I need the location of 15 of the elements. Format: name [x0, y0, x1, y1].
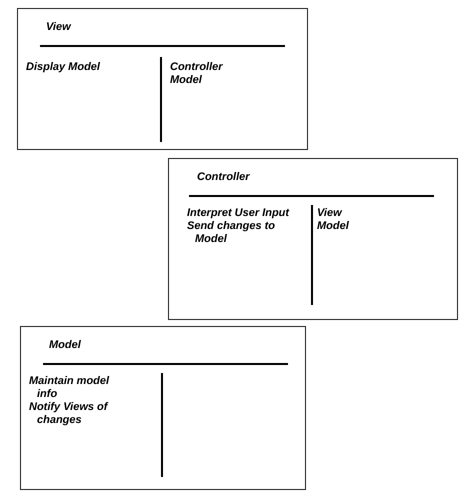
responsibility-text: Interpret User Input — [187, 207, 290, 220]
responsibility-text: Notify Views of changes — [29, 401, 110, 427]
collaborator-text: Model — [317, 220, 350, 233]
collaborator-text: View — [317, 207, 344, 220]
crc-card — [20, 326, 306, 490]
collaborator-text: Model — [170, 74, 203, 87]
card-title: View — [46, 21, 71, 34]
responsibility-text: Maintain model info — [29, 375, 110, 401]
responsibility-text: Send changes to Model — [187, 220, 276, 246]
responsibility-text: Display Model — [26, 61, 102, 74]
collaborator-text: Controller — [170, 61, 224, 74]
card-title: Controller — [197, 171, 250, 184]
card-title: Model — [49, 339, 81, 352]
crc-card — [17, 8, 308, 150]
crc-card — [168, 158, 458, 320]
